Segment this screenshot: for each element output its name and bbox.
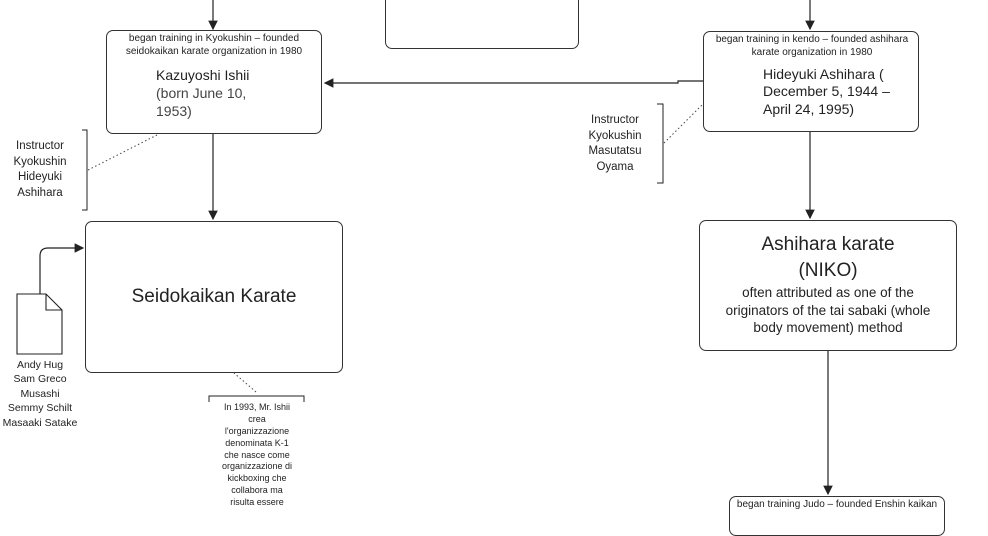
diagram-canvas: began training in Kyokushin – founded se… bbox=[2, 0, 957, 536]
ashihara-dates: December 5, 1944 – April 24, 1995) bbox=[763, 83, 890, 117]
ishii-caption: began training in Kyokushin – founded se… bbox=[125, 33, 303, 57]
enshin-caption: began training Judo – founded Enshin kai… bbox=[736, 499, 938, 510]
bracket-ishii-instructor bbox=[82, 129, 88, 211]
k1-note: In 1993, Mr. Ishii crea l'organizzazione… bbox=[221, 402, 293, 507]
ashihara-instructor-annotation: Instructor Kyokushin Masutatsu Oyama bbox=[588, 114, 642, 173]
arrow-ashihara-to-ishii bbox=[323, 78, 703, 88]
ishii-node: began training in Kyokushin – founded se… bbox=[106, 30, 322, 134]
ashihara-caption: began training in kendo – founded ashiha… bbox=[715, 34, 909, 58]
arrow-fighters-to-seidokaikan bbox=[39, 243, 85, 294]
ashihara-name: Hideyuki Ashihara ( bbox=[763, 66, 884, 82]
document-icon bbox=[16, 293, 63, 355]
ishii-name: Kazuyoshi Ishii bbox=[156, 67, 250, 83]
ashihara-karate-node: Ashihara karate (NIKO) often attributed … bbox=[699, 220, 957, 351]
ashihara-karate-description: often attributed as one of the originato… bbox=[725, 285, 931, 336]
ashihara-karate-title: Ashihara karate bbox=[761, 234, 895, 255]
fighters-list: Andy Hug Sam Greco Musashi Semmy Schilt … bbox=[2, 359, 78, 429]
ishii-dates: (born June 10, 1953) bbox=[156, 85, 247, 119]
leader-ashihara-instructor bbox=[663, 101, 706, 144]
ishii-instructor-annotation: Instructor Kyokushin Hideyuki Ashihara bbox=[13, 140, 67, 199]
enshin-node: began training Judo – founded Enshin kai… bbox=[729, 496, 945, 536]
ashihara-karate-subtitle: (NIKO) bbox=[798, 260, 858, 281]
leader-k1-note bbox=[233, 372, 257, 393]
ashihara-node: began training in kendo – founded ashiha… bbox=[703, 31, 919, 132]
bracket-k1-note bbox=[208, 395, 305, 402]
seidokaikan-title: Seidokaikan Karate bbox=[131, 286, 297, 307]
bracket-ashihara-instructor bbox=[657, 103, 664, 184]
connector-layer bbox=[16, 0, 833, 496]
top-center-box bbox=[385, 0, 579, 49]
seidokaikan-node: Seidokaikan Karate bbox=[85, 221, 343, 373]
leader-ishii-instructor bbox=[87, 134, 158, 171]
